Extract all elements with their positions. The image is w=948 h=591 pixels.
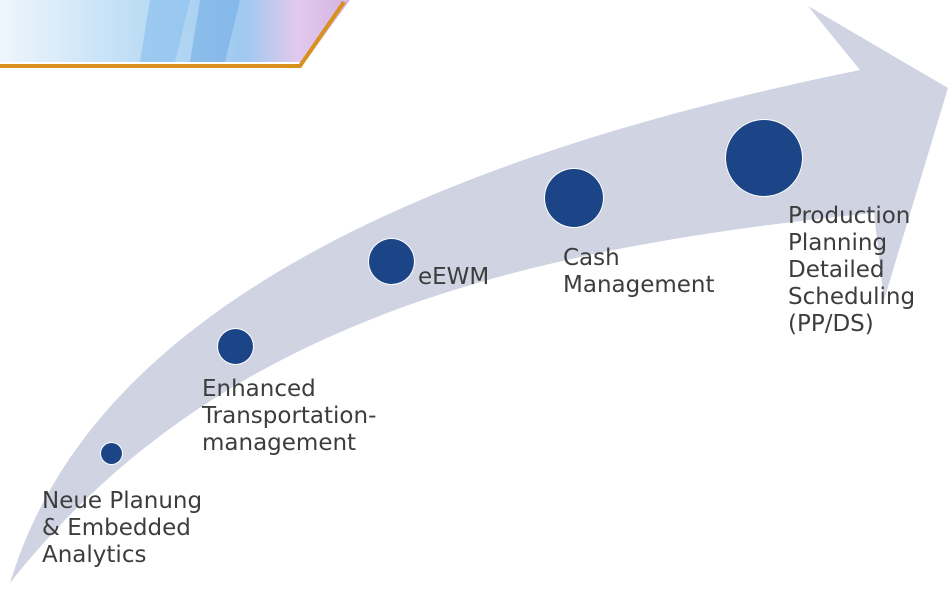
milestone-dot-4 [545,169,603,227]
milestone-dot-2 [218,329,253,364]
milestone-label-transportation: Enhanced Transportation- management [202,376,377,456]
milestone-dot-1 [101,443,122,464]
milestone-label-cash-management: Cash Management [563,245,715,298]
corner-banner-decoration [0,0,350,68]
milestone-label-neue-planung: Neue Planung & Embedded Analytics [42,488,203,568]
growth-arrow-shape [10,6,948,583]
milestone-label-ppds: Production Planning Detailed Scheduling … [788,203,916,337]
milestone-label-eewm: eEWM [418,264,490,290]
milestone-dot-5 [726,120,802,196]
milestone-dot-3 [369,239,414,284]
